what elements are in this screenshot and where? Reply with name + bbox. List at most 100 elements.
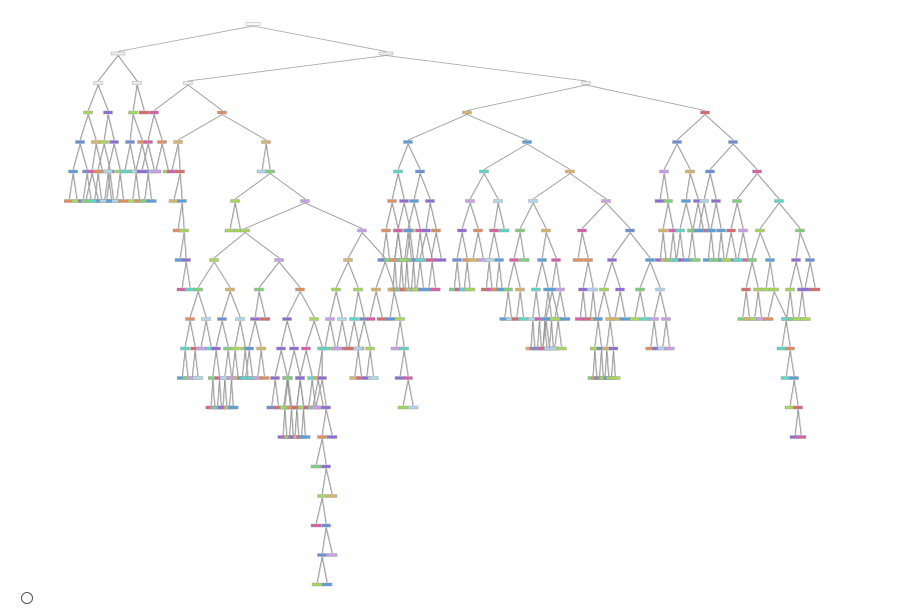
- tree-split-node: [607, 258, 617, 262]
- tree-edge: [271, 379, 276, 406]
- tree-edge-shadow: [654, 320, 659, 347]
- tree-edge: [659, 291, 667, 318]
- tree-edge: [667, 202, 674, 229]
- tree-split-node: [387, 199, 397, 203]
- tree-split-node: [663, 199, 673, 203]
- tree-edge-shadow: [539, 320, 543, 347]
- tree-edge-shadow: [457, 261, 461, 288]
- tree-edge: [676, 143, 691, 170]
- tree-split-node: [649, 317, 659, 321]
- tree-edge: [639, 261, 651, 288]
- tree-edge: [221, 114, 267, 141]
- tree-edge-shadow: [782, 320, 788, 347]
- tree-edge-shadow: [154, 84, 189, 111]
- tree-edge: [456, 232, 463, 259]
- tree-edge: [107, 114, 115, 141]
- tree-leaf-node: [556, 346, 567, 351]
- tree-edge-shadow: [336, 261, 350, 288]
- tree-edge: [519, 291, 524, 318]
- tree-edge-shadow: [408, 202, 416, 229]
- tree-edge: [132, 114, 143, 141]
- tree-edge-shadow: [664, 143, 679, 170]
- tree-edge-shadow: [279, 261, 301, 288]
- tree-edge-shadow: [322, 438, 328, 465]
- tree-edge: [397, 173, 405, 200]
- tree-edge-shadow: [148, 173, 153, 200]
- tree-edge-shadow: [222, 114, 267, 141]
- tree-split-node: [685, 169, 695, 174]
- tree-edge: [483, 173, 499, 200]
- tree-edge: [789, 350, 795, 377]
- tree-edge-shadow: [184, 232, 188, 259]
- tree-edge-shadow: [214, 232, 246, 259]
- tree-edge-shadow: [704, 173, 712, 200]
- tree-edge-shadow: [180, 173, 184, 200]
- tree-edge: [224, 379, 227, 406]
- tree-edge: [257, 350, 262, 377]
- tree-edge-shadow: [314, 320, 324, 347]
- tree-split-node: [132, 81, 142, 85]
- tree-edge-shadow: [285, 409, 288, 436]
- tree-edge-shadow: [287, 320, 296, 347]
- tree-edge-shadow: [300, 379, 305, 406]
- tree-edge: [425, 202, 431, 229]
- tree-edge-shadow: [137, 84, 146, 111]
- tree-edge: [147, 114, 155, 141]
- tree-edge-shadow: [253, 25, 387, 52]
- tree-edge: [179, 173, 183, 200]
- tree-edge-shadow: [414, 202, 422, 229]
- tree-leaf-node: [326, 494, 338, 498]
- tree-edge: [357, 291, 365, 318]
- tree-edge: [519, 232, 525, 259]
- tree-edge: [82, 173, 88, 200]
- tree-edge: [197, 291, 207, 318]
- tree-edge: [555, 261, 561, 288]
- tree-edge-shadow: [533, 173, 571, 200]
- tree-edge: [412, 261, 416, 288]
- tree-edge-shadow: [86, 173, 94, 200]
- tree-edge: [391, 202, 399, 229]
- tree-edge-shadow: [188, 84, 223, 111]
- tree-edge: [302, 409, 306, 436]
- tree-edge: [315, 438, 323, 465]
- tree-edge: [773, 291, 787, 318]
- tree-edge: [804, 261, 811, 288]
- tree-edge-shadow: [376, 261, 387, 288]
- tree-edge-shadow: [630, 232, 651, 259]
- tree-edge: [329, 320, 336, 347]
- tree-edge: [184, 320, 191, 347]
- tree-edge: [221, 291, 231, 318]
- tree-split-node: [503, 287, 513, 292]
- tree-edge-shadow: [370, 291, 378, 318]
- tree-edge: [597, 320, 602, 347]
- tree-edge-shadow: [595, 350, 598, 377]
- tree-split-node: [276, 346, 286, 351]
- tree-leaf-node: [609, 376, 621, 380]
- tree-edge-shadow: [499, 261, 503, 288]
- tree-edge: [612, 350, 616, 377]
- radio-button[interactable]: [21, 592, 33, 604]
- tree-edge: [431, 261, 436, 288]
- tree-split-node: [789, 376, 799, 380]
- tree-edge-shadow: [364, 320, 372, 347]
- tree-edge: [321, 556, 328, 583]
- tree-edge-shadow: [796, 232, 802, 259]
- tree-edge-shadow: [216, 350, 221, 377]
- tree-leaf-node: [664, 346, 675, 351]
- tree-edge-shadow: [601, 350, 605, 377]
- tree-edge: [703, 173, 711, 200]
- tree-split-node: [599, 287, 609, 292]
- tree-edge: [357, 350, 362, 377]
- tree-edge: [715, 202, 722, 229]
- tree-edge-shadow: [403, 379, 410, 406]
- tree-leaf-node: [549, 317, 561, 321]
- tree-leaf-node: [795, 435, 807, 439]
- tree-edge: [385, 232, 390, 259]
- tree-edge-shadow: [348, 261, 360, 288]
- tree-edge: [397, 232, 402, 259]
- tree-edge-shadow: [198, 291, 208, 318]
- tree-edge: [606, 320, 611, 347]
- tree-edge-shadow: [318, 379, 325, 406]
- tree-edge: [603, 291, 611, 318]
- tree-split-node: [357, 228, 367, 233]
